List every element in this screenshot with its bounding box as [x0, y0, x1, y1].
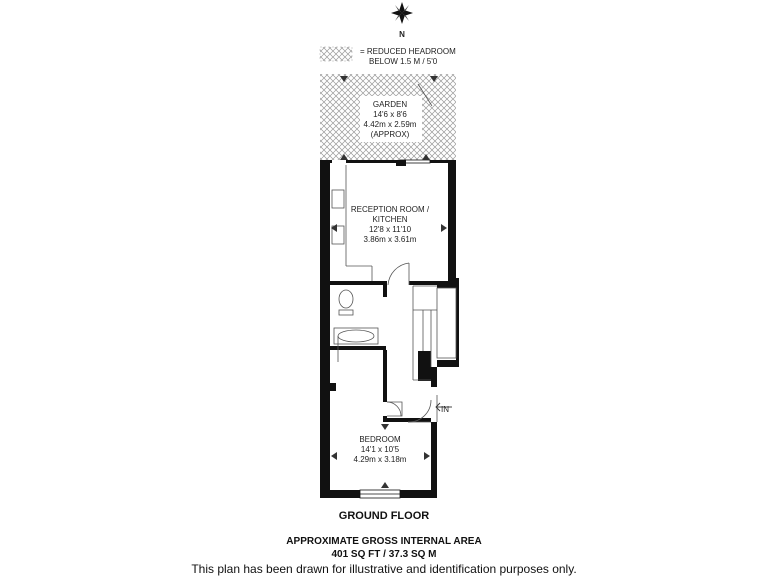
dimension-markers	[331, 76, 447, 488]
entrance-label: IN	[441, 405, 449, 414]
garden-note: (APPROX)	[371, 130, 410, 139]
reception-imperial: 12'8 x 11'10	[369, 225, 412, 234]
garden-metric: 4.42m x 2.59m	[364, 120, 417, 129]
windows	[359, 159, 431, 499]
bedroom-imperial: 14'1 x 10'5	[361, 445, 400, 454]
compass-icon	[391, 2, 413, 24]
chimney-breast	[396, 160, 406, 166]
reception-name-line1: RECEPTION ROOM /	[351, 205, 430, 214]
garden-gate	[417, 83, 433, 107]
entrance-arrow-icon	[435, 402, 452, 412]
reduced-headroom-swatch	[319, 46, 353, 62]
reception-metric: 3.86m x 3.61m	[364, 235, 417, 244]
fixtures	[331, 165, 457, 423]
floor-label: GROUND FLOOR	[338, 510, 430, 522]
garden-imperial: 14'6 x 8'6	[373, 110, 407, 119]
area-title: APPROXIMATE GROSS INTERNAL AREA	[286, 536, 482, 547]
area-value: 401 SQ FT / 37.3 SQ M	[331, 549, 437, 560]
bedroom-metric: 4.29m x 3.18m	[354, 455, 407, 464]
reception-name-line2: KITCHEN	[372, 215, 407, 224]
garden-name: GARDEN	[373, 100, 407, 109]
disclaimer: This plan has been drawn for illustrativ…	[191, 562, 577, 576]
garden-label-box	[360, 96, 422, 142]
internal-walls	[330, 281, 459, 422]
north-label: N	[399, 30, 405, 39]
legend-line-1: = REDUCED HEADROOM	[360, 47, 456, 56]
bedroom-name: BEDROOM	[359, 435, 401, 444]
outer-walls	[320, 160, 459, 498]
legend-line-2: BELOW 1.5 M / 5'0	[369, 57, 438, 66]
